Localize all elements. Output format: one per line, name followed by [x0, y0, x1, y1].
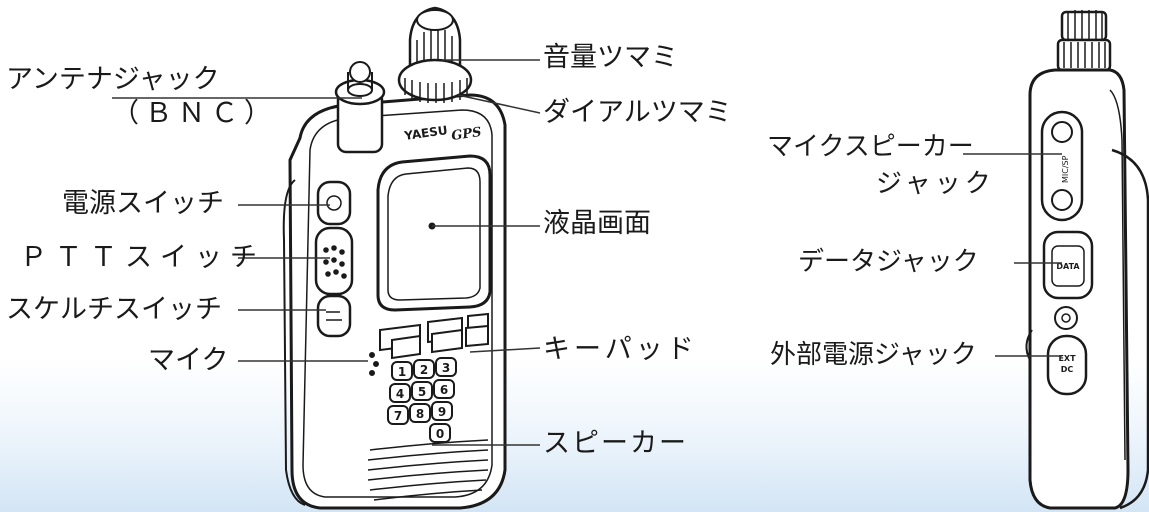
label-squelch-switch: スケルチスイッチ: [6, 294, 222, 325]
label-mic-speaker-jack-2: ジャック: [876, 169, 995, 199]
front-radio: YAESU GPS: [282, 6, 507, 510]
antenna-jack: [334, 61, 386, 154]
side-ext-dc-jack: EXT DC: [1046, 334, 1088, 396]
side-mic-marking: MIC/SP: [1061, 155, 1070, 183]
keypad-key-9: [431, 401, 453, 421]
label-ext-power-jack: 外部電源ジャック: [770, 340, 977, 370]
volume-knob: [397, 6, 473, 103]
leader-lines: [112, 59, 1062, 446]
keypad-key-label: 4: [396, 387, 404, 401]
label-antenna-jack-bnc: （ＢＮＣ）: [112, 98, 277, 129]
label-keypad: キーパッド: [543, 334, 698, 365]
keypad-key-label: 1: [398, 365, 406, 379]
label-lcd-screen: 液晶画面: [543, 208, 651, 239]
keypad-key-label: 9: [438, 405, 446, 419]
keypad-key-label: 7: [394, 409, 402, 423]
keypad-key-5: [411, 381, 433, 401]
keypad-key-6: [433, 379, 455, 399]
side-dc-marking: DC: [1061, 365, 1074, 374]
keypad-key-1: [391, 361, 413, 381]
keypad-key-4: [389, 383, 411, 403]
side-data-marking: DATA: [1056, 262, 1080, 271]
brand-marking: YAESU: [402, 123, 448, 143]
label-volume-knob: 音量ツマミ: [543, 42, 678, 73]
keypad-key-7: [387, 405, 409, 425]
label-power-switch: 電源スイッチ: [62, 188, 224, 219]
keypad-key-label: 0: [436, 427, 444, 441]
keypad-key-label: 2: [420, 363, 428, 377]
side-buttons: [314, 180, 354, 338]
gps-marking: GPS: [450, 125, 482, 144]
label-mic: マイク: [148, 345, 229, 376]
label-dial-knob: ダイアルツマミ: [543, 97, 732, 128]
label-data-jack: データジャック: [798, 247, 979, 277]
side-knob: [1056, 10, 1112, 72]
side-mic-speaker-jack: MIC/SP: [1040, 110, 1084, 222]
keypad-key-3: [435, 357, 457, 377]
label-mic-speaker-jack: マイクスピーカー: [767, 132, 974, 162]
side-ext-marking: EXT: [1058, 354, 1076, 363]
lcd-screen: [376, 154, 492, 312]
side-radio: MIC/SP DATA EXT DC: [1025, 10, 1149, 510]
label-antenna-jack: アンテナジャック: [6, 64, 220, 95]
label-speaker: スピーカー: [543, 428, 688, 459]
keypad-key-label: 6: [440, 383, 448, 397]
speaker-grille: [367, 439, 489, 501]
side-data-jack: DATA: [1042, 230, 1094, 300]
keypad-key-label: 5: [418, 385, 426, 399]
keypad-key-label: 8: [416, 407, 424, 421]
mic-holes: [369, 352, 379, 376]
keypad-key-label: 3: [442, 361, 450, 375]
label-ptt-switch: ＰＴＴスイッチ: [20, 242, 265, 273]
keypad-key-8: [409, 403, 431, 423]
keypad-key-0: [429, 423, 451, 443]
keypad-key-2: [413, 359, 435, 379]
